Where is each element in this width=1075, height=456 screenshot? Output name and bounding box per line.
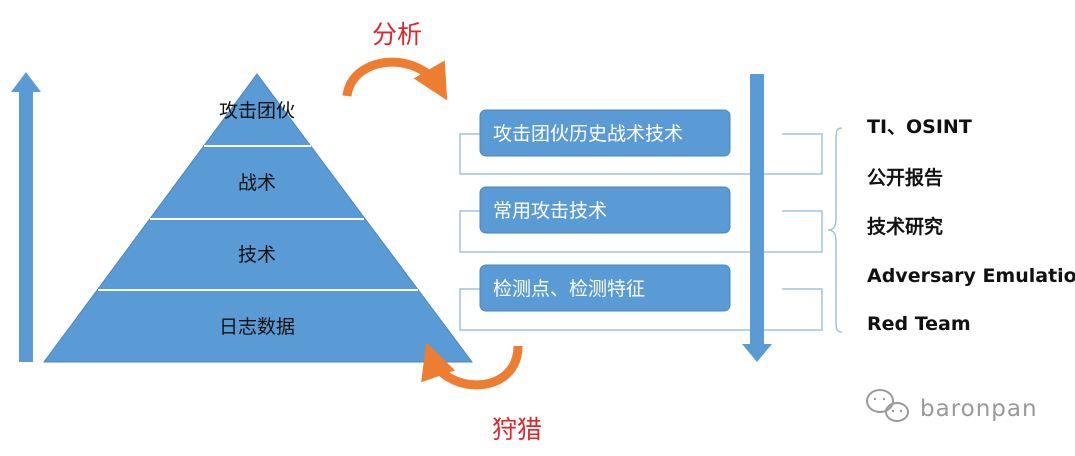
source-label: Red Team xyxy=(867,313,971,335)
curved-arrow-icon xyxy=(342,57,448,101)
source-label: TI、OSINT xyxy=(867,116,972,138)
curly-brace-icon xyxy=(827,127,843,333)
pyramid-tier-label: 技术 xyxy=(238,244,276,266)
source-label: Adversary Emulation xyxy=(867,265,1075,287)
pyramid-tier-label: 攻击团伙 xyxy=(219,100,295,122)
pyramid: 攻击团伙 战术 技术 日志数据 xyxy=(43,73,473,363)
middle-box: 攻击团伙历史战术技术 xyxy=(479,109,731,157)
pyramid-tier-label: 战术 xyxy=(238,172,276,194)
middle-box-label: 常用攻击技术 xyxy=(493,200,607,222)
middle-box: 检测点、检测特征 xyxy=(479,264,731,312)
curved-arrow-icon xyxy=(421,342,523,390)
watermark-text: baronpan xyxy=(920,396,1038,422)
middle-box-label: 攻击团伙历史战术技术 xyxy=(493,123,683,145)
down-arrow-icon xyxy=(742,74,772,362)
middle-box: 常用攻击技术 xyxy=(479,186,731,234)
middle-box-label: 检测点、检测特征 xyxy=(493,278,645,300)
up-arrow-icon xyxy=(11,72,41,362)
wechat-icon xyxy=(866,389,909,422)
box-brackets xyxy=(459,133,823,331)
pyramid-tier-label: 日志数据 xyxy=(219,316,295,338)
source-label: 技术研究 xyxy=(867,215,943,238)
analysis-label: 分析 xyxy=(372,20,422,49)
source-label: 公开报告 xyxy=(867,166,943,189)
hunting-label: 狩猎 xyxy=(492,415,542,444)
